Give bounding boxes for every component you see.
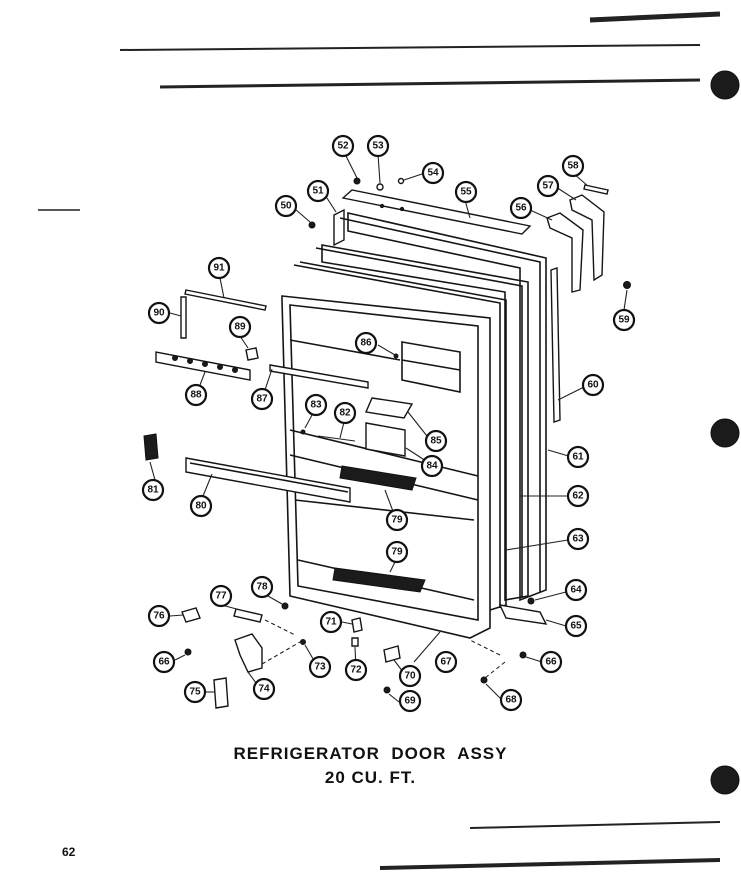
callout-80: 80	[189, 494, 213, 518]
callout-56: 56	[509, 196, 533, 220]
callout-label: 62	[572, 491, 584, 502]
callout-57: 57	[536, 174, 560, 198]
callout-label: 66	[545, 657, 557, 668]
callout-label: 79	[391, 547, 403, 558]
callout-label: 64	[570, 585, 582, 596]
callout-53: 53	[366, 134, 390, 158]
callout-81: 81	[141, 478, 165, 502]
callout-79-lower: 79	[385, 540, 409, 564]
callout-52: 52	[331, 134, 355, 158]
callout-76: 76	[147, 604, 171, 628]
callout-90: 90	[147, 301, 171, 325]
callout-85: 85	[424, 429, 448, 453]
callout-58: 58	[561, 154, 585, 178]
callout-label: 81	[147, 485, 159, 496]
callout-label: 68	[505, 695, 517, 706]
callout-label: 83	[310, 400, 322, 411]
callout-label: 55	[460, 187, 472, 198]
top-screws	[353, 177, 405, 191]
callout-label: 67	[440, 657, 452, 668]
door-assembly-drawing	[143, 177, 631, 709]
callout-63: 63	[566, 527, 590, 551]
page-number: 62	[62, 845, 76, 859]
callout-83: 83	[304, 393, 328, 417]
callout-69: 69	[398, 689, 422, 713]
callout-label: 85	[430, 436, 442, 447]
callout-71: 71	[319, 610, 343, 634]
callout-label: 54	[427, 168, 439, 179]
callout-label: 70	[404, 671, 416, 682]
callout-label: 84	[426, 461, 438, 472]
callout-60: 60	[581, 373, 605, 397]
callout-label: 66	[158, 657, 170, 668]
callout-label: 57	[542, 181, 554, 192]
callout-label: 86	[360, 338, 372, 349]
callout-67: 67	[434, 650, 458, 674]
diagram-title: REFRIGERATOR DOOR ASSY	[233, 744, 508, 763]
callout-label: 59	[618, 315, 630, 326]
callout-label: 76	[153, 611, 165, 622]
diagram-subtitle: 20 CU. FT.	[324, 768, 417, 787]
callout-label: 69	[404, 696, 416, 707]
callout-59: 59	[612, 308, 636, 332]
callout-66-left: 66	[152, 650, 176, 674]
callout-label: 73	[314, 662, 326, 673]
callout-77: 77	[209, 584, 233, 608]
callout-75: 75	[183, 680, 207, 704]
callout-89: 89	[228, 315, 252, 339]
callout-82: 82	[333, 401, 357, 425]
callout-50: 50	[274, 194, 298, 218]
callout-label: 50	[280, 201, 292, 212]
callout-label: 75	[189, 687, 201, 698]
callout-label: 78	[256, 582, 268, 593]
callout-51: 51	[306, 179, 330, 203]
callout-87: 87	[250, 387, 274, 411]
control-knobs	[172, 355, 238, 373]
callout-label: 74	[258, 684, 270, 695]
callout-label: 90	[153, 308, 165, 319]
callout-label: 77	[215, 591, 227, 602]
callout-64: 64	[564, 578, 588, 602]
callout-54: 54	[421, 161, 445, 185]
scan-artifacts	[38, 11, 740, 870]
callout-label: 65	[570, 621, 582, 632]
callout-label: 60	[587, 380, 599, 391]
callout-label: 89	[234, 322, 246, 333]
callout-86: 86	[354, 331, 378, 355]
callout-65: 65	[564, 614, 588, 638]
callout-label: 72	[350, 665, 362, 676]
callout-73: 73	[308, 655, 332, 679]
callout-62: 62	[566, 484, 590, 508]
callout-label: 58	[567, 161, 579, 172]
callout-label: 71	[325, 617, 337, 628]
callout-55: 55	[454, 180, 478, 204]
callout-label: 52	[337, 141, 349, 152]
callout-84: 84	[420, 454, 444, 478]
callout-66-right: 66	[539, 650, 563, 674]
callout-68: 68	[499, 688, 523, 712]
callout-label: 91	[213, 263, 225, 274]
callout-72: 72	[344, 658, 368, 682]
callout-78: 78	[250, 575, 274, 599]
callout-label: 80	[195, 501, 207, 512]
callout-label: 53	[372, 141, 384, 152]
callout-label: 51	[312, 186, 324, 197]
callout-label: 61	[572, 452, 584, 463]
callout-88: 88	[184, 383, 208, 407]
callout-label: 63	[572, 534, 584, 545]
callout-70: 70	[398, 664, 422, 688]
callout-label: 79	[391, 515, 403, 526]
callout-91: 91	[207, 256, 231, 280]
callout-79-upper: 79	[385, 508, 409, 532]
callout-label: 87	[256, 394, 268, 405]
callout-label: 56	[515, 203, 527, 214]
callout-label: 88	[190, 390, 202, 401]
callout-label: 82	[339, 408, 351, 419]
callout-74: 74	[252, 677, 276, 701]
callout-61: 61	[566, 445, 590, 469]
